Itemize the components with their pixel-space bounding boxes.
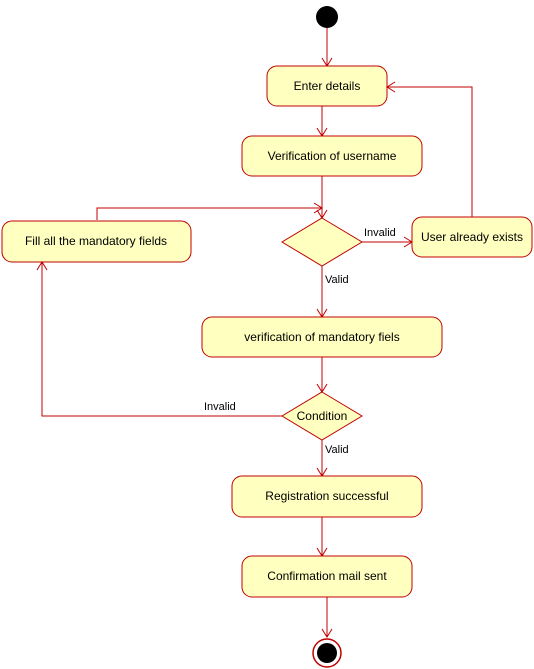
node-registration-successful-label: Registration successful bbox=[265, 489, 388, 503]
edge-enter-to-verify-username bbox=[316, 106, 328, 137]
edge-label-invalid-condition: Invalid bbox=[204, 401, 236, 413]
node-verification-of-username[interactable]: Verification of username bbox=[241, 135, 423, 177]
edge-label-invalid-username: Invalid bbox=[364, 227, 396, 239]
start-node[interactable] bbox=[316, 6, 338, 28]
node-verification-of-mandatory-fields[interactable]: verification of mandatory fiels bbox=[201, 316, 443, 358]
node-confirmation-mail-sent-label: Confirmation mail sent bbox=[267, 569, 387, 583]
node-enter-details-label: Enter details bbox=[294, 79, 361, 93]
node-fill-mandatory-fields-label: Fill all the mandatory fields bbox=[25, 234, 167, 248]
node-enter-details[interactable]: Enter details bbox=[266, 65, 388, 107]
decision-condition[interactable]: Condition bbox=[281, 391, 363, 441]
decision-username[interactable] bbox=[281, 217, 363, 267]
edge-condition-to-fill-fields bbox=[36, 261, 282, 417]
edge-confirmation-to-end bbox=[321, 597, 333, 638]
edge-user-exists-to-enter-details bbox=[386, 81, 473, 217]
node-user-already-exists-label: User already exists bbox=[421, 230, 523, 244]
decision-condition-label: Condition bbox=[297, 409, 348, 423]
edge-start-to-enter-details bbox=[321, 28, 333, 67]
node-user-already-exists[interactable]: User already exists bbox=[411, 216, 533, 258]
node-verification-of-username-label: Verification of username bbox=[268, 149, 397, 163]
node-registration-successful[interactable]: Registration successful bbox=[231, 475, 423, 518]
node-confirmation-mail-sent[interactable]: Confirmation mail sent bbox=[241, 555, 413, 598]
edge-verify-username-to-decision bbox=[316, 176, 328, 219]
edge-label-valid-username: Valid bbox=[325, 274, 349, 286]
node-fill-mandatory-fields[interactable]: Fill all the mandatory fields bbox=[1, 220, 192, 263]
edge-fill-fields-to-decision bbox=[96, 202, 323, 220]
end-node[interactable] bbox=[312, 638, 342, 668]
edge-label-valid-condition: Valid bbox=[325, 444, 349, 456]
edge-registration-to-confirmation bbox=[316, 517, 328, 557]
node-verification-of-mandatory-fields-label: verification of mandatory fiels bbox=[244, 330, 399, 344]
edge-verify-mandatory-to-condition bbox=[316, 357, 328, 393]
